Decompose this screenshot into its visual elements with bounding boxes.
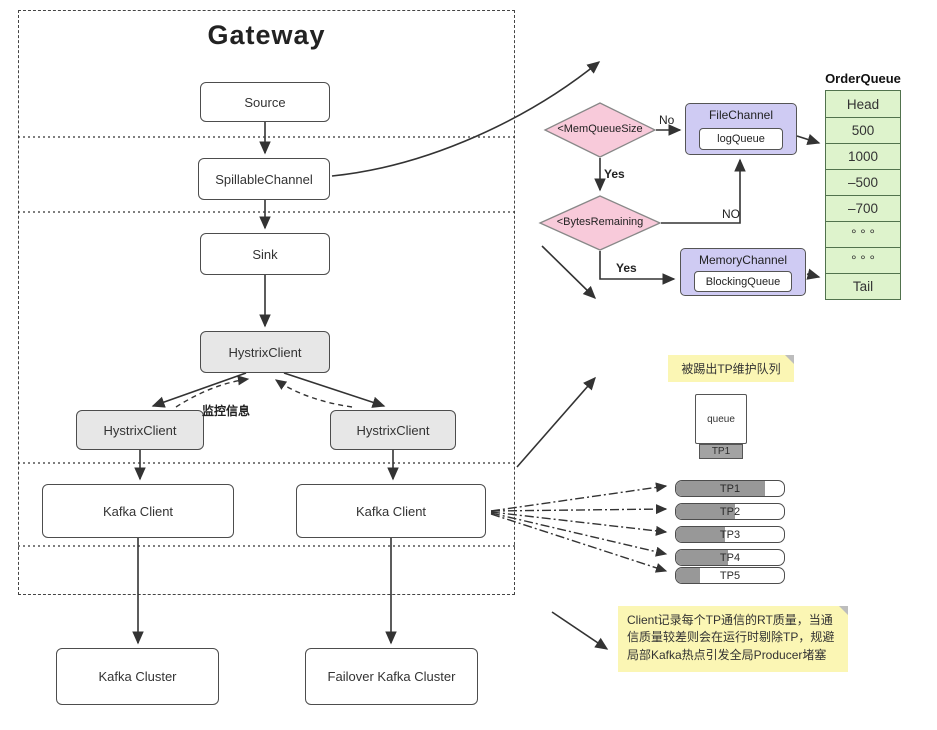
dashed-monitor-right [274,379,353,408]
diamond-memqueuesize [543,102,657,158]
kafka-cluster-node: Kafka Cluster [56,648,219,705]
tp-bar-3-fill [676,527,725,542]
log-queue-node: logQueue [699,128,783,150]
note-fold-icon [839,606,848,615]
tp-queue-box: queue [695,394,747,444]
dashed-monitor-left [175,375,250,408]
arrow-hystrix-right [283,372,386,408]
memory-channel-node: MemoryChannel BlockingQueue [680,248,806,296]
tp-bar-4-label: TP4 [719,551,741,564]
source-node: Source [200,82,330,122]
arrow-spillable-flow [331,61,601,177]
tp-bar-5-label: TP5 [719,569,741,582]
arrow-no-up-filechannel [661,158,746,224]
no-label-2: NO [722,207,740,221]
tp-bar-1-label: TP1 [719,482,741,495]
failover-kafka-cluster-node: Failover Kafka Cluster [305,648,478,705]
arrow-yes-memorychannel [599,251,676,285]
dashdot-kafka-tp2 [490,504,668,515]
arrow-gateway-tpqueue [516,376,596,468]
file-channel-node: FileChannel logQueue [685,103,797,155]
dashdot-kafka-tp4 [490,512,668,557]
dashdot-kafka-tp3 [490,511,668,536]
order-queue-row: 500 [826,117,900,143]
tp-bar-5: TP5 [675,567,785,584]
tp-bar-1: TP1 [675,480,785,497]
arrow-filechannel-orderqueue [796,134,821,145]
no-label-1: No [659,113,675,127]
order-queue-table: Head 500 1000 –500 –700 ° ° ° ° ° ° Tail [825,90,901,300]
order-queue-row: –700 [826,195,900,221]
tp-bar-2-fill [676,504,736,519]
tp-bar-2: TP2 [675,503,785,520]
tp-bar-2-label: TP2 [719,505,741,518]
tp-bar-3: TP3 [675,526,785,543]
arrow-to-rtnote [551,611,609,650]
tp-bar-5-fill [676,568,700,583]
arrow-flow-return [541,245,597,300]
tp-bar-3-label: TP3 [719,528,741,541]
blocking-queue-node: BlockingQueue [694,271,792,292]
order-queue-title: OrderQueue [825,71,901,86]
tp-bar-1-fill [676,481,765,496]
order-queue-row: ° ° ° [826,221,900,247]
order-queue-row: –500 [826,169,900,195]
order-queue-row: ° ° ° [826,247,900,273]
note-fold-icon [785,355,794,364]
monitor-info-label: 监控信息 [202,404,251,418]
arrow-hystrix-left [151,372,247,408]
diamond-bytesremaining [538,195,662,251]
yes-label-1: Yes [604,167,625,181]
kicked-tp-note-text: 被踢出TP维护队列 [681,362,781,376]
rt-quality-note: Client记录每个TP通信的RT质量，当通信质量较差则会在运行时剔除TP，规避… [618,606,848,672]
dashdot-kafka-tp1 [490,482,668,512]
spillable-channel-node: SpillableChannel [198,158,330,200]
tp-bar-4-fill [676,550,728,565]
kafka-client-left-node: Kafka Client [42,484,234,538]
sink-node: Sink [200,233,330,275]
bytes-check-label: <BytesRemaining [556,216,644,228]
tp-bar-4: TP4 [675,549,785,566]
memory-channel-title: MemoryChannel [698,253,788,267]
hystrix-client-left-node: HystrixClient [76,410,204,450]
gateway-title: Gateway [207,20,326,50]
kicked-tp-note: 被踢出TP维护队列 [668,355,794,382]
yes-label-2: Yes [616,261,637,275]
mem-queue-check-label: <MemQueueSize [557,123,643,135]
hystrix-client-right-node: HystrixClient [330,410,456,450]
hystrix-client-top-node: HystrixClient [200,331,330,373]
dashdot-kafka-tp5 [490,513,668,573]
tp-queue-tag: TP1 [699,444,743,459]
order-queue-row: 1000 [826,143,900,169]
kafka-client-right-node: Kafka Client [296,484,486,538]
rt-quality-note-text: Client记录每个TP通信的RT质量，当通信质量较差则会在运行时剔除TP，规避… [627,613,835,662]
file-channel-title: FileChannel [708,108,774,122]
arrow-memorychannel-orderqueue [806,268,821,280]
order-queue-row: Head [826,91,900,117]
order-queue-row: Tail [826,273,900,299]
